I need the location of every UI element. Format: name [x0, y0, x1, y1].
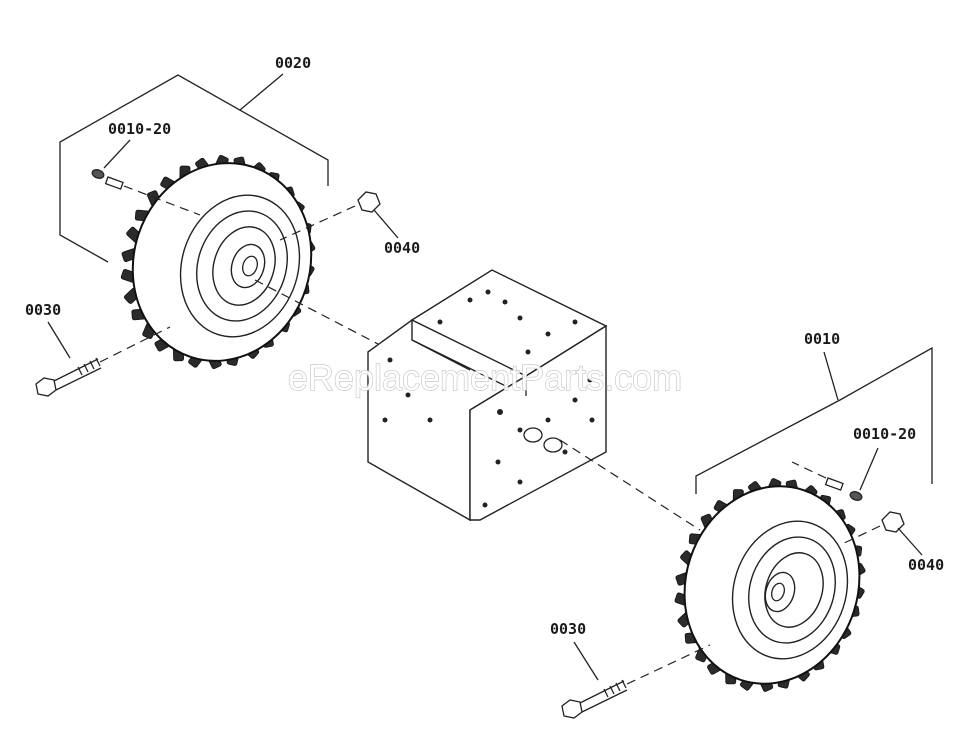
right-valve-stem[interactable] — [791, 461, 863, 502]
callout-left-bolt: 0030 — [25, 301, 61, 319]
callout-right-nut: 0040 — [908, 556, 944, 574]
right-wheel[interactable] — [659, 463, 884, 706]
callout-leaders — [47, 73, 923, 681]
center-housing[interactable] — [367, 269, 608, 522]
left-axle-line — [254, 279, 381, 346]
left-valve-stem[interactable] — [91, 168, 201, 216]
callout-right-bolt: 0030 — [550, 620, 586, 638]
right-axle-line — [559, 439, 701, 531]
callout-left-wheel-assembly: 0020 — [275, 54, 311, 72]
watermark: eReplacementParts.com — [288, 357, 682, 398]
left-wheel[interactable] — [107, 140, 336, 385]
left-assembly-bracket — [59, 74, 329, 263]
callout-right-valve: 0010-20 — [853, 425, 916, 443]
callout-right-wheel-assembly: 0010 — [804, 330, 840, 348]
left-nut[interactable] — [279, 191, 381, 241]
right-bolt[interactable] — [561, 644, 711, 719]
housing-holes — [382, 289, 595, 508]
right-nut[interactable] — [839, 511, 905, 546]
right-assembly-bracket — [695, 346, 933, 494]
callout-left-valve: 0010-20 — [108, 120, 171, 138]
left-bolt[interactable] — [35, 326, 171, 397]
callout-left-nut: 0040 — [384, 239, 420, 257]
